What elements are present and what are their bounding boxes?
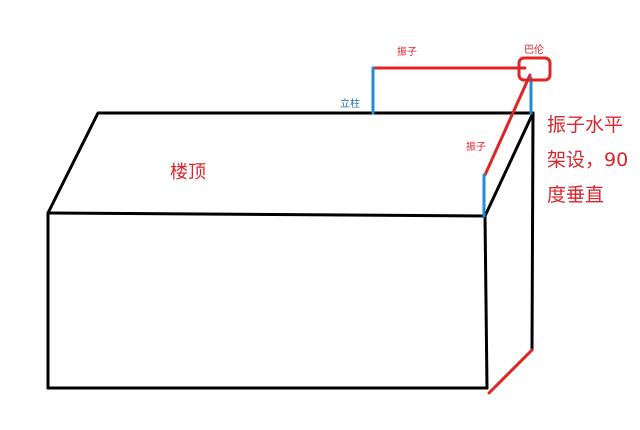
diagonal-element-line <box>483 73 532 177</box>
element-side-label: 振子 <box>466 140 486 153</box>
building-outline <box>46 111 535 390</box>
front-right-edge <box>483 214 489 390</box>
roof-right-edge <box>483 111 535 218</box>
balun-box <box>517 56 552 82</box>
antenna-elements <box>371 66 534 395</box>
note-line-3: 度垂直 <box>547 184 604 206</box>
note-line-2: 架设，90 <box>547 149 628 171</box>
bottom-red-line <box>487 348 534 395</box>
roof-label: 楼顶 <box>170 162 206 183</box>
poles <box>371 66 533 218</box>
element-top-label: 振子 <box>397 45 417 58</box>
roof-front-edge <box>46 211 487 218</box>
balun-label: 巴伦 <box>524 43 544 56</box>
roof-back-edge <box>46 111 535 215</box>
side-back-edge <box>530 111 535 352</box>
note-line-1: 振子水平 <box>547 114 623 136</box>
pole-label: 立柱 <box>340 97 360 110</box>
